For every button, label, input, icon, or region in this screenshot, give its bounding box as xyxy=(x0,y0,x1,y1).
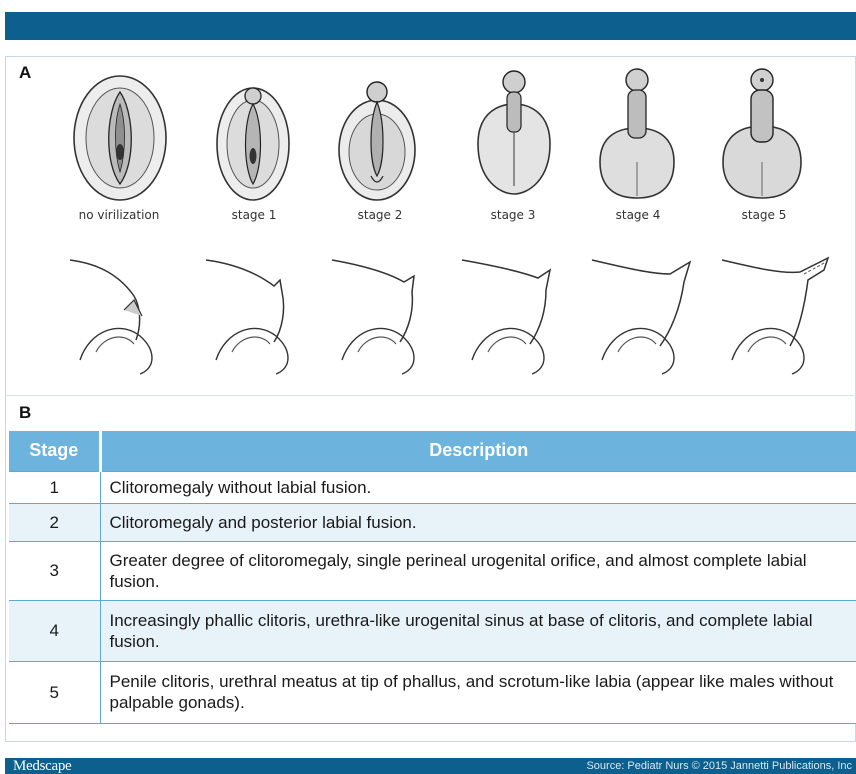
stage-number: 3 xyxy=(9,541,100,600)
brand-logo: Medscape xyxy=(13,758,71,774)
stage-description: Increasingly phallic clitoris, urethra-l… xyxy=(100,600,856,661)
stage-description: Penile clitoris, urethral meatus at tip … xyxy=(100,661,856,723)
table-row: 4 Increasingly phallic clitoris, urethra… xyxy=(9,600,856,661)
stage-number: 2 xyxy=(9,503,100,541)
table-row: 1 Clitoromegaly without labial fusion. xyxy=(9,471,856,503)
illustration-stage-4 xyxy=(596,66,678,202)
header-stage: Stage xyxy=(9,431,100,471)
header-description: Description xyxy=(100,431,856,471)
stage-description: Clitoromegaly and posterior labial fusio… xyxy=(100,503,856,541)
illustration-stage-3 xyxy=(472,68,556,200)
section-stage-3 xyxy=(452,240,572,380)
section-stage-5 xyxy=(712,240,832,380)
stage-table: Stage Description 1 Clitoromegaly withou… xyxy=(9,431,856,724)
table-row: 2 Clitoromegaly and posterior labial fus… xyxy=(9,503,856,541)
caption-stage-1: stage 1 xyxy=(199,208,309,222)
caption-no-virilization: no virilization xyxy=(64,208,174,222)
stage-number: 1 xyxy=(9,471,100,503)
illustration-no-virilization xyxy=(70,72,170,204)
source-credit: Source: Pediatr Nurs © 2015 Jannetti Pub… xyxy=(586,760,852,772)
stage-number: 4 xyxy=(9,600,100,661)
table-row: 5 Penile clitoris, urethral meatus at ti… xyxy=(9,661,856,723)
footer-bar: Medscape Source: Pediatr Nurs © 2015 Jan… xyxy=(5,758,856,774)
caption-stage-2: stage 2 xyxy=(325,208,435,222)
illustration-stage-5 xyxy=(719,66,805,202)
panel-b-label: B xyxy=(19,403,31,423)
caption-stage-5: stage 5 xyxy=(709,208,819,222)
caption-stage-3: stage 3 xyxy=(458,208,568,222)
panel-a-label: A xyxy=(19,63,31,83)
illustration-stage-2 xyxy=(335,72,419,204)
top-banner xyxy=(5,12,856,40)
panel-divider xyxy=(5,395,856,396)
table-row: 3 Greater degree of clitoromegaly, singl… xyxy=(9,541,856,600)
stage-description: Greater degree of clitoromegaly, single … xyxy=(100,541,856,600)
illustration-stage-1 xyxy=(213,72,293,204)
caption-stage-4: stage 4 xyxy=(583,208,693,222)
table-header-row: Stage Description xyxy=(9,431,856,471)
section-stage-1 xyxy=(196,240,316,380)
stage-description: Clitoromegaly without labial fusion. xyxy=(100,471,856,503)
section-no-virilization xyxy=(60,240,180,380)
stage-number: 5 xyxy=(9,661,100,723)
section-stage-2 xyxy=(322,240,442,380)
section-stage-4 xyxy=(582,240,702,380)
